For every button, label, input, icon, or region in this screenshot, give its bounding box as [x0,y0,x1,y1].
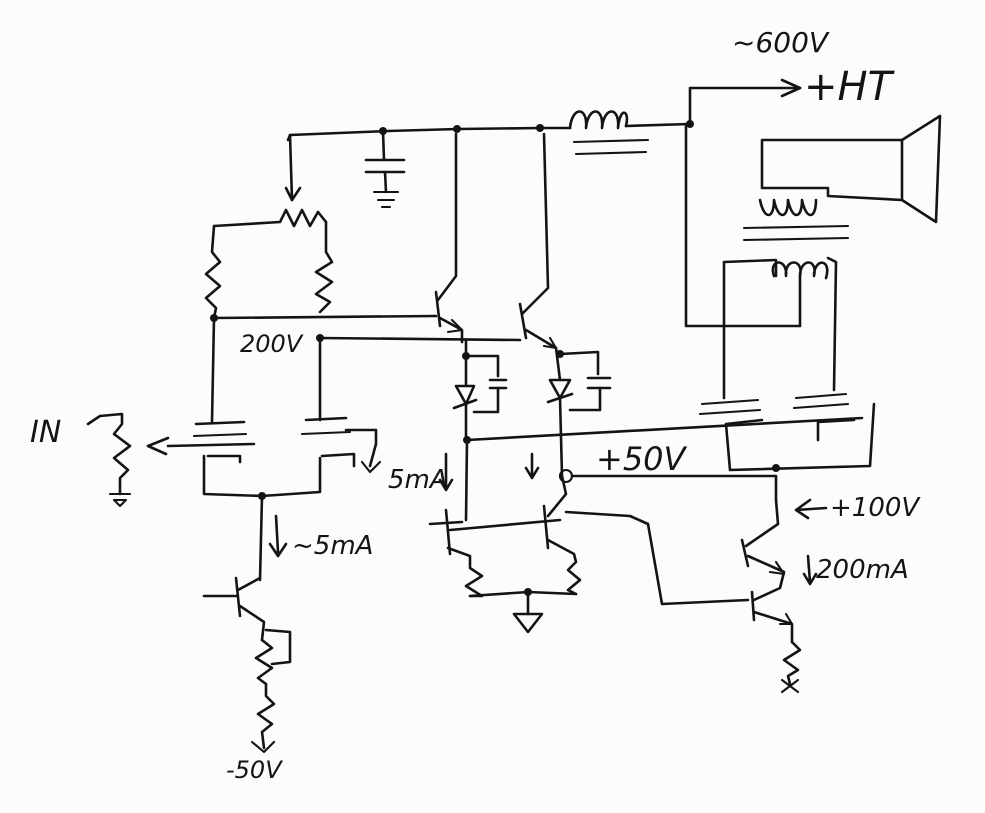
bias-voltage-label: 200V [240,330,304,358]
current-arrow-right [438,452,454,492]
tail-current-label-left: ~5mA [292,531,373,561]
input-potentiometer: IN [30,412,132,508]
upper-transistor-right [518,132,558,350]
output-drive-transistors: +100V 200mA [564,493,921,694]
bias-preset [204,133,334,342]
rail-decoupling-capacitor [364,129,406,209]
tail-current-source: ~5mA -50V [202,494,373,784]
plus100-label: +100V [830,493,921,523]
ht-label: +HT [804,64,896,110]
zener-right [546,346,612,478]
input-label: IN [30,415,61,450]
lower-transistor-pair [428,438,582,634]
output-coupling-network [558,402,876,502]
driver-base-wiring: 200V [212,314,522,358]
top-supply-rail [286,120,694,142]
ht-output: ~600V +HT [688,26,896,126]
plus50-label: +50V [596,440,688,478]
loudspeaker [760,114,942,224]
plus50-rail: +50V [465,392,864,478]
upper-transistor-left [434,132,464,344]
output-current-label: 200mA [816,555,909,585]
tail-current-label-right: 5mA [388,465,448,495]
neg50-label: -50V [226,756,283,784]
ht-voltage-label: ~600V [732,26,830,59]
zener-left [452,338,508,444]
output-transformer [684,122,850,400]
filter-choke [568,110,650,156]
input-stage [146,316,382,500]
